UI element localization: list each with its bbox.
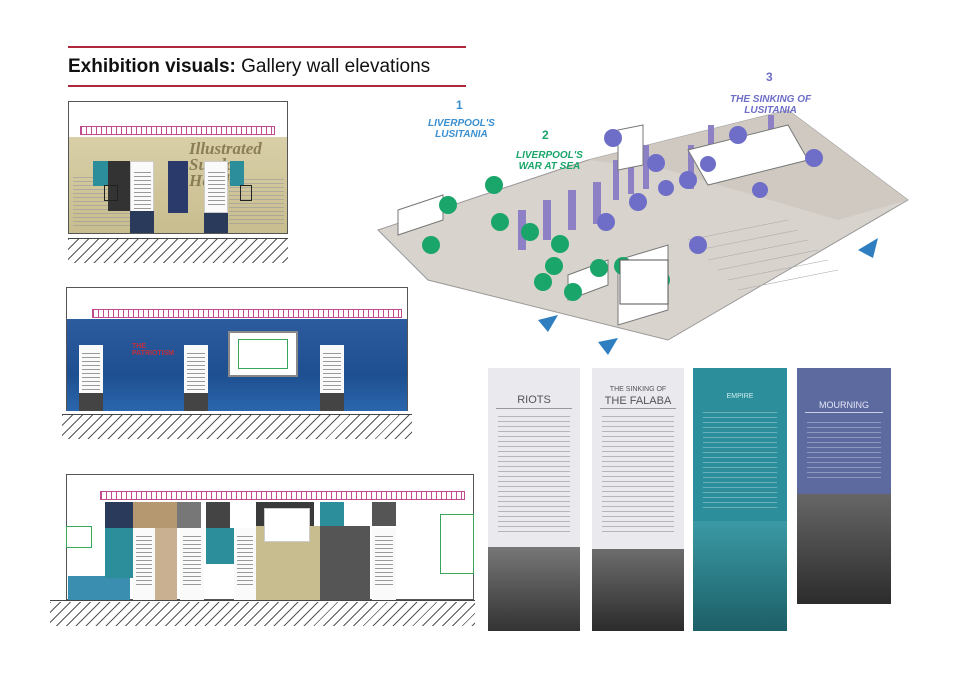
banner-text: [602, 416, 674, 536]
banner-text: [703, 412, 777, 512]
floor-hatch: [50, 602, 475, 626]
audio-points: [597, 126, 823, 254]
banner-riots: RIOTS: [488, 368, 580, 631]
zone-3-number: 3: [766, 70, 773, 84]
page-title: Exhibition visuals: Gallery wall elevati…: [68, 56, 431, 77]
map-display: [228, 331, 298, 377]
teal-panel: [93, 161, 111, 186]
banner-subtitle: THE SINKING OF: [609, 386, 667, 393]
banner-text: [498, 416, 570, 536]
banner-falaba: THE SINKING OF THE FALABA: [592, 368, 684, 631]
banner-photo: [592, 549, 684, 631]
photo-panel: [155, 528, 177, 600]
info-panel: [619, 259, 669, 305]
photo-panel: [79, 393, 103, 411]
text-panel: [79, 345, 103, 397]
text-panel: [184, 345, 208, 397]
arrow-icon: [598, 338, 618, 355]
floor-hatching: [687, 219, 839, 291]
photo-panel: [133, 502, 177, 528]
elevation-3: [50, 474, 475, 634]
floor-plan-drawing: [377, 109, 909, 355]
photo-panel: [130, 211, 154, 233]
text-panel: [180, 528, 204, 600]
teal-panel: [230, 161, 244, 186]
ceiling-strip: [92, 309, 402, 318]
ceiling-strip: [100, 491, 465, 500]
banner-empire: EMPIRE: [693, 368, 787, 631]
photo-panel: [177, 502, 201, 528]
banner-photo: [693, 521, 787, 631]
photo-panel: [108, 161, 130, 211]
banner-title: EMPIRE: [726, 393, 754, 400]
banner-text: [807, 422, 881, 482]
white-screen: [264, 508, 310, 542]
arrow-icon: [858, 238, 878, 258]
banner-title: RIOTS: [517, 394, 551, 406]
text-panel: [234, 528, 256, 600]
teal-panel: [206, 528, 234, 564]
photo-panel: [184, 393, 208, 411]
elevation-1: IllustratedSunday Herald: [68, 101, 288, 263]
photo-panel: [372, 502, 396, 526]
banner-title: THE FALABA: [604, 395, 672, 407]
teal-panel: [320, 502, 344, 526]
zone-1-number: 1: [456, 98, 463, 112]
banner-title: MOURNING: [819, 400, 869, 410]
arrow-icon: [538, 315, 558, 332]
photo-panel: [68, 576, 130, 600]
zone-2-number: 2: [542, 128, 549, 142]
text-panel: [133, 528, 155, 600]
photo-panel: [204, 213, 228, 233]
teal-panel: [105, 528, 133, 578]
navy-panel: [168, 161, 188, 213]
photo-panel: [320, 526, 370, 600]
banner-photo: [488, 547, 580, 631]
text-panel: [204, 161, 228, 213]
text-panel: [320, 345, 344, 397]
text-panel: [372, 528, 396, 600]
floor-hatch: [62, 415, 412, 439]
photo-panel: [320, 393, 344, 411]
banner-photo: [797, 494, 891, 604]
top-rule: [68, 46, 466, 48]
ceiling-strip: [80, 126, 275, 135]
photo-panel: [105, 502, 133, 528]
photo-panel: [206, 502, 230, 528]
bottom-rule: [68, 85, 466, 87]
banner-mourning: MOURNING: [797, 368, 891, 604]
floor-hatch: [68, 239, 288, 263]
